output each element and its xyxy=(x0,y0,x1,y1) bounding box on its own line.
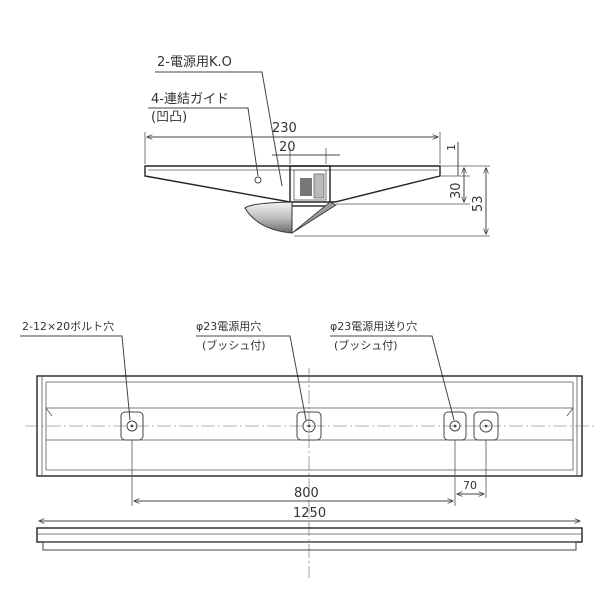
diffuser-lens xyxy=(244,201,293,234)
callout-power-hole-text-2: (ブッシュ付) xyxy=(202,338,266,352)
callout-bolt-holes-text: 2-12×20ボルト穴 xyxy=(22,319,114,333)
dim-20-text: 20 xyxy=(279,140,296,155)
callout-power-hole-text-1: φ23電源用穴 xyxy=(196,319,261,333)
dim-length: 1250 xyxy=(39,506,580,521)
dim-230-text: 230 xyxy=(272,121,297,136)
dim-70-text: 70 xyxy=(463,479,477,492)
dim-width-230: 230 xyxy=(144,121,441,164)
dim-inner-20: 20 xyxy=(272,140,340,164)
dim-800-text: 800 xyxy=(294,486,319,501)
callout-connection-guide: 4-連結ガイド (凹凸) xyxy=(148,92,259,177)
dim-vertical-right: 1 30 53 xyxy=(294,142,490,237)
callout-guide-text-2: (凹凸) xyxy=(151,110,187,125)
connection-guide-marker xyxy=(254,176,262,184)
fixture-body-plan xyxy=(25,375,594,477)
fixture-body-bottom xyxy=(36,527,583,551)
plan-view: 2-12×20ボルト穴 φ23電源用穴 (ブッシュ付) φ23電源用送り穴 (ブ… xyxy=(20,319,594,578)
dim-1-text: 1 xyxy=(445,144,458,151)
callout-power-ko-text: 2-電源用K.O xyxy=(157,55,232,70)
callout-feed-hole-text-1: φ23電源用送り穴 xyxy=(330,319,417,333)
side-view: 2-電源用K.O 4-連結ガイド (凹凸) 230 20 xyxy=(144,55,490,237)
fixture-body-side xyxy=(144,165,441,207)
callout-guide-text-1: 4-連結ガイド xyxy=(151,92,229,107)
dim-pitch: 800 70 xyxy=(131,440,487,506)
dim-53-text: 53 xyxy=(471,195,486,212)
dim-1250-text: 1250 xyxy=(293,506,326,521)
callout-feed-hole-text-2: (ブッシュ付) xyxy=(334,338,398,352)
dim-30-text: 30 xyxy=(449,182,464,199)
callout-power-ko: 2-電源用K.O xyxy=(155,55,283,187)
